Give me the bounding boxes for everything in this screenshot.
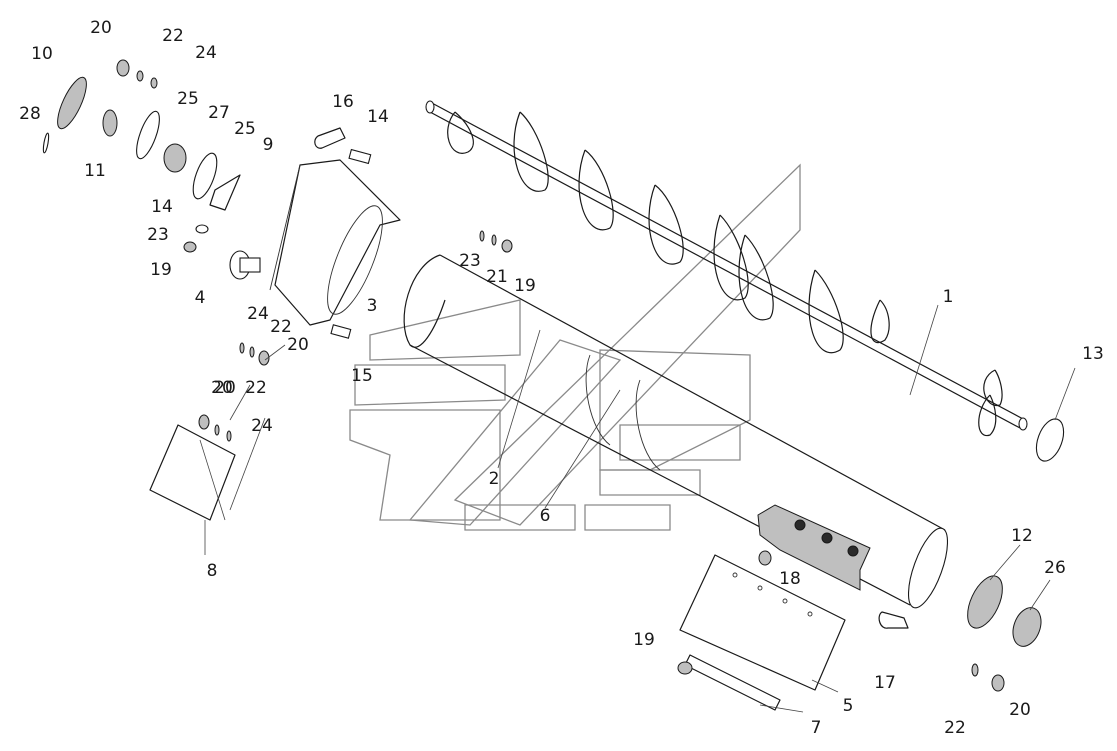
part-label-24: 24: [251, 416, 273, 436]
part-label-22: 22: [245, 378, 267, 398]
part-label-26: 26: [1044, 558, 1066, 578]
part-label-25: 25: [177, 89, 199, 109]
part-label-20: 20: [214, 378, 236, 398]
auger-shaft-part-1: [425, 100, 1028, 437]
part-label-2: 2: [489, 469, 500, 489]
part-label-5: 5: [843, 696, 854, 716]
strip-part-7: [684, 654, 781, 711]
nut-part-11: [102, 109, 118, 137]
part-label-10: 10: [31, 44, 53, 64]
part-label-9: 9: [263, 135, 274, 155]
part-label-14: 14: [151, 197, 173, 217]
part-label-20: 20: [211, 378, 233, 398]
part-label-20: 20: [90, 18, 112, 38]
part-label-25: 25: [234, 119, 256, 139]
part-label-6: 6: [540, 506, 551, 526]
part-label-14: 14: [367, 107, 389, 127]
part-label-21: 21: [486, 267, 508, 287]
part-label-18: 18: [779, 569, 801, 589]
end-bracket-part-3: [269, 159, 401, 326]
part-label-22: 22: [944, 718, 966, 738]
part-label-16: 16: [332, 92, 354, 112]
part-label-7: 7: [811, 718, 822, 738]
part-label-4: 4: [195, 288, 206, 308]
part-label-19: 19: [633, 630, 655, 650]
part-number-labels: 1234567891011121314141516171819191920202…: [19, 18, 1104, 738]
end-cap-part-13: [1035, 418, 1065, 462]
small-hardware: [42, 59, 1042, 692]
part-label-22: 22: [270, 317, 292, 337]
bearing-flange-part-12: [967, 575, 1003, 629]
cover-plate-part-5: [679, 554, 846, 691]
part-label-12: 12: [1011, 526, 1033, 546]
part-label-3: 3: [367, 296, 378, 316]
part-label-24: 24: [247, 304, 269, 324]
trough-housing-part-2: [403, 254, 949, 609]
part-label-19: 19: [514, 276, 536, 296]
part-label-20: 20: [287, 335, 309, 355]
leader-lines: [199, 304, 1076, 713]
shield-plate-part-8: [149, 424, 236, 521]
part-label-1: 1: [943, 287, 954, 307]
part-label-23: 23: [147, 225, 169, 245]
part-label-20: 20: [1009, 700, 1031, 720]
part-label-24: 24: [195, 43, 217, 63]
part-label-13: 13: [1082, 344, 1104, 364]
bearing-hub-part-4: [229, 250, 261, 280]
part-label-8: 8: [207, 561, 218, 581]
part-label-17: 17: [874, 673, 896, 693]
background-watermark: [349, 163, 801, 531]
part-label-23: 23: [459, 251, 481, 271]
sprocket-part-10: [57, 76, 87, 130]
part-label-15: 15: [351, 366, 373, 386]
part-label-28: 28: [19, 104, 41, 124]
part-label-19: 19: [150, 260, 172, 280]
part-label-11: 11: [84, 161, 106, 181]
part-label-22: 22: [162, 26, 184, 46]
part-label-27: 27: [208, 103, 230, 123]
